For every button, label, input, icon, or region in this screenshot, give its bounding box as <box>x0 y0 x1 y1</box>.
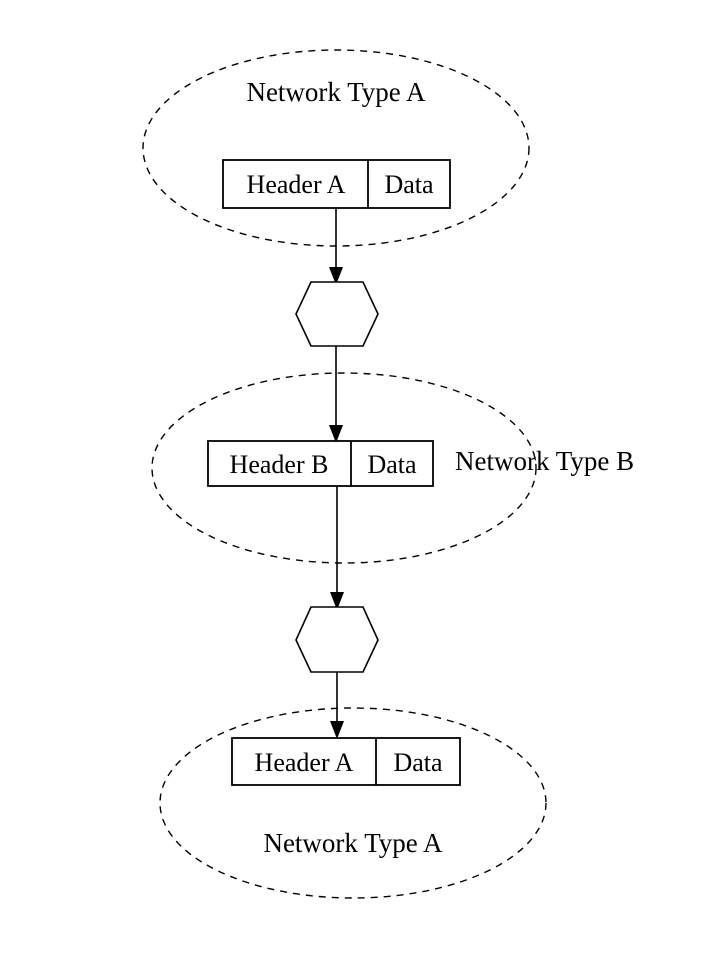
arrow-head-4 <box>330 721 344 739</box>
hexagon-router-upper <box>295 281 379 347</box>
packet-header-b-middle: Header B Data <box>207 440 434 487</box>
cloud-label-top: Network Type A <box>246 77 426 107</box>
arrow-head-3 <box>330 592 344 610</box>
packet-data-label-middle: Data <box>367 450 417 479</box>
cloud-outline-middle <box>151 372 537 564</box>
arrow-head-2 <box>329 425 343 443</box>
router-lower <box>295 606 379 673</box>
cloud-label-bottom: Network Type A <box>263 828 443 858</box>
packet-header-a-top: Header A Data <box>222 159 451 209</box>
packet-header-label-bottom: Header A <box>255 748 354 777</box>
packet-header-label-top: Header A <box>247 170 346 199</box>
connector-router-upper-to-packet-middle <box>329 346 343 443</box>
cloud-outline-bottom <box>159 707 547 899</box>
arrow-head-1 <box>329 267 343 285</box>
packet-box-top <box>222 159 451 209</box>
cloud-network-type-a-bottom <box>159 707 547 899</box>
packet-data-label-bottom: Data <box>393 748 443 777</box>
cloud-network-type-b <box>151 372 537 564</box>
packet-data-label-top: Data <box>384 170 434 199</box>
packet-box-bottom <box>231 737 461 786</box>
packet-box-middle <box>207 440 434 487</box>
packet-header-label-middle: Header B <box>230 450 329 479</box>
router-upper <box>295 281 379 347</box>
packet-header-a-bottom: Header A Data <box>231 737 461 786</box>
cloud-label-middle: Network Type B <box>455 446 634 476</box>
connector-router-lower-to-packet-bottom <box>330 672 344 739</box>
hexagon-router-lower <box>295 606 379 673</box>
connector-packet-top-to-router-upper <box>329 208 343 285</box>
connector-packet-middle-to-router-lower <box>330 486 344 610</box>
